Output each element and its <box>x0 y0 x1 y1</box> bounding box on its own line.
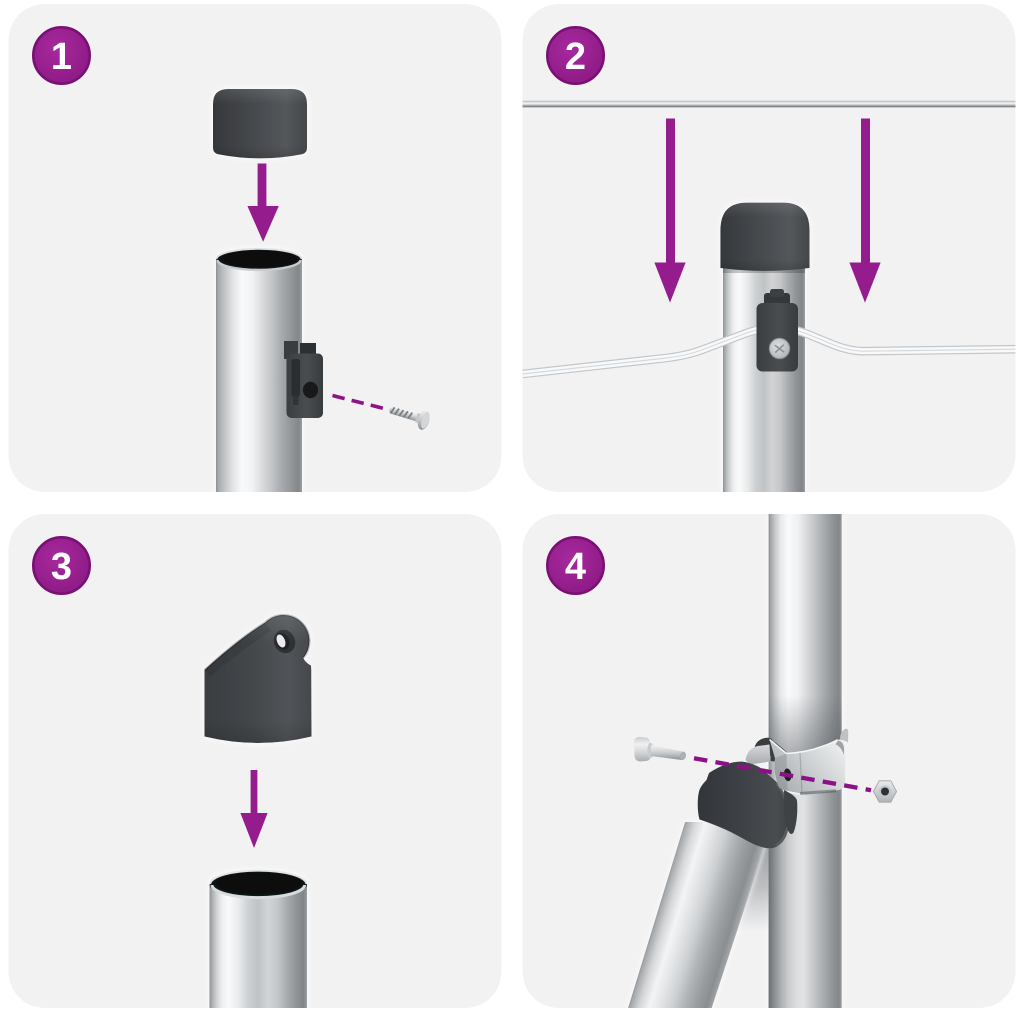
svg-text:4: 4 <box>565 546 586 588</box>
svg-text:1: 1 <box>51 36 72 78</box>
svg-text:2: 2 <box>565 36 586 78</box>
svg-text:3: 3 <box>51 546 72 588</box>
